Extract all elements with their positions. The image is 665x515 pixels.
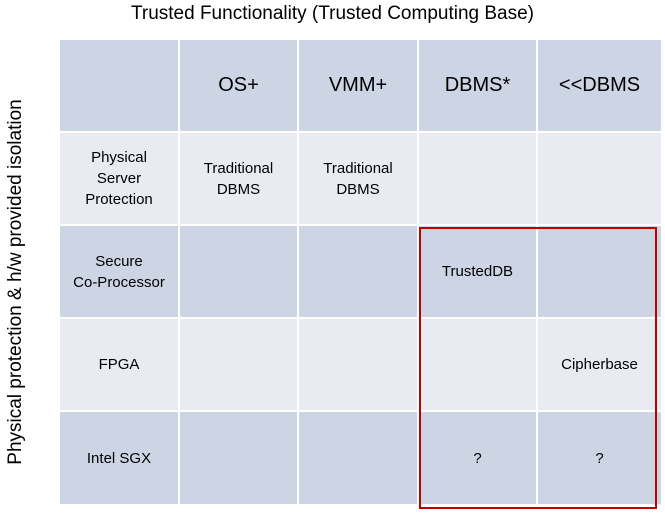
matrix-cell: [178, 317, 299, 412]
matrix-cell: [417, 131, 538, 226]
matrix-cell: ?: [536, 410, 663, 506]
matrix-cell: Cipherbase: [536, 317, 663, 412]
matrix-cell: [297, 317, 419, 412]
row-fpga: FPGA Cipherbase: [58, 317, 663, 412]
matrix-cell: [536, 131, 663, 226]
header-row: OS+ VMM+ DBMS* <<DBMS: [58, 38, 663, 133]
matrix-cell: [178, 410, 299, 506]
matrix-cell: [417, 317, 538, 412]
matrix-cell: TrustedDB: [417, 224, 538, 319]
side-axis-label: Physical protection & h/w provided isola…: [5, 99, 26, 465]
row-label: Intel SGX: [58, 410, 180, 506]
matrix-cell: [297, 224, 419, 319]
column-header-dbms: DBMS*: [417, 38, 538, 133]
corner-cell: [58, 38, 180, 133]
column-header-os: OS+: [178, 38, 299, 133]
column-header-vmm: VMM+: [297, 38, 419, 133]
matrix-cell: [178, 224, 299, 319]
column-header-sub-dbms: <<DBMS: [536, 38, 663, 133]
matrix-cell: [297, 410, 419, 506]
matrix-cell: ?: [417, 410, 538, 506]
row-intel-sgx: Intel SGX ? ?: [58, 410, 663, 506]
row-label: FPGA: [58, 317, 180, 412]
diagram-title: Trusted Functionality (Trusted Computing…: [130, 3, 535, 24]
matrix-cell: [536, 224, 663, 319]
